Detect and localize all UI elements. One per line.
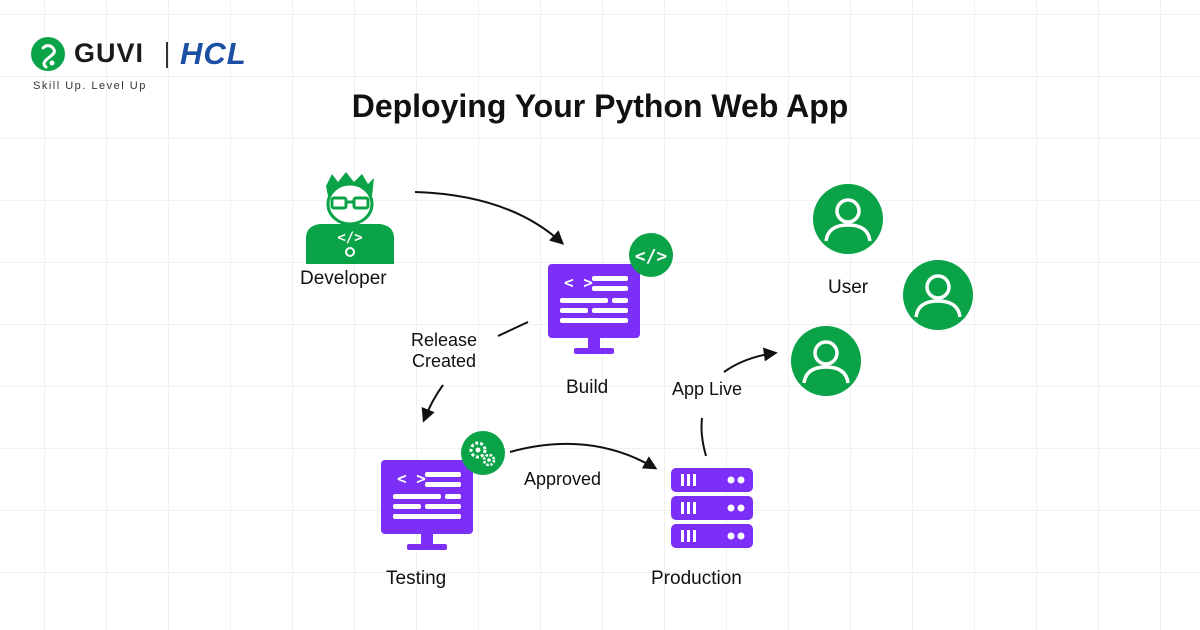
edge-label-app-live: App Live bbox=[672, 379, 743, 399]
hcl-name: HCL bbox=[180, 36, 247, 71]
arrow-build-line bbox=[497, 321, 529, 337]
arrow-release-to-testing bbox=[421, 384, 444, 423]
guvi-logo-icon bbox=[31, 37, 65, 71]
user-icon bbox=[813, 184, 883, 254]
arrow-developer-to-build bbox=[414, 191, 565, 245]
edge-label-approved: Approved bbox=[524, 469, 602, 489]
node-label-user: User bbox=[828, 277, 869, 298]
testing-monitor-icon: < > bbox=[381, 460, 473, 550]
svg-text:< >: < > bbox=[397, 469, 426, 488]
svg-text:</>: </> bbox=[337, 230, 362, 246]
user-icon bbox=[903, 260, 973, 330]
page-title: Deploying Your Python Web App bbox=[351, 88, 849, 124]
brand-tagline: Skill Up. Level Up bbox=[33, 80, 147, 92]
node-label-build: Build bbox=[566, 377, 609, 398]
server-icon bbox=[671, 468, 753, 548]
arrow-production-line bbox=[700, 417, 707, 457]
node-label-testing: Testing bbox=[386, 568, 447, 589]
user-icon bbox=[791, 326, 861, 396]
svg-text:< >: < > bbox=[564, 273, 593, 292]
code-badge-icon: </> bbox=[629, 233, 673, 277]
arrow-testing-to-production bbox=[509, 442, 658, 470]
brand-logo[interactable]: GUVI HCL Skill Up. Level Up bbox=[30, 36, 330, 96]
edge-label-release-created: Release Created bbox=[410, 330, 478, 371]
node-label-developer: Developer bbox=[300, 268, 387, 289]
developer-icon: </> bbox=[306, 172, 394, 264]
build-monitor-icon: < > bbox=[548, 264, 640, 354]
node-label-production: Production bbox=[651, 568, 742, 589]
gears-badge-icon bbox=[461, 431, 505, 475]
arrow-to-user bbox=[723, 347, 778, 373]
svg-text:</>: </> bbox=[635, 246, 668, 267]
logo-divider bbox=[166, 42, 168, 68]
guvi-name: GUVI bbox=[74, 38, 145, 68]
